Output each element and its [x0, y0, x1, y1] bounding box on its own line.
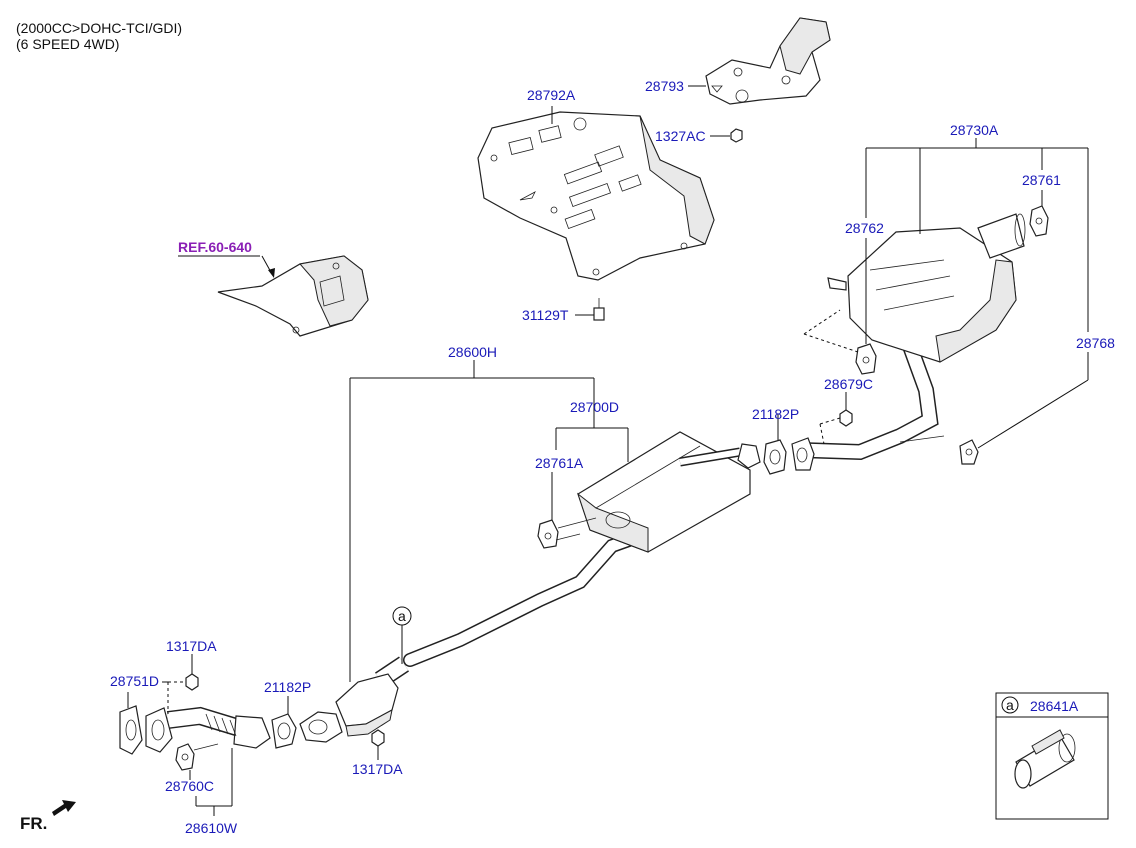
part-label-28761A[interactable]: 28761A: [535, 455, 584, 471]
part-label-28768[interactable]: 28768: [1076, 335, 1115, 351]
part-label-28792A[interactable]: 28792A: [527, 87, 576, 103]
hanger-28762: [855, 343, 877, 375]
rear-muffler: [827, 213, 1026, 363]
part-label-28730A[interactable]: 28730A: [950, 122, 999, 138]
nut-1327AC: [730, 128, 743, 143]
part-label-28760C[interactable]: 28760C: [165, 778, 214, 794]
gasket-21182P-top: [763, 439, 787, 475]
hanger-28768: [959, 439, 979, 465]
front-flange: [145, 707, 173, 753]
center-exhaust-pipe: [375, 529, 647, 688]
part-label-28610W[interactable]: 28610W: [185, 820, 238, 836]
part-label-28679C[interactable]: 28679C: [824, 376, 873, 392]
rear-pipe: [791, 343, 945, 471]
front-arrow-icon: [52, 800, 76, 816]
nut-1317DA-bottom: [371, 729, 385, 747]
part-label-1327AC[interactable]: 1327AC: [655, 128, 706, 144]
inset-callout-letter: a: [1006, 697, 1014, 713]
center-muffler: [577, 431, 761, 553]
gasket-28751D: [119, 705, 143, 755]
part-label-21182P-bottom[interactable]: 21182P: [264, 679, 311, 695]
part-label-28600H[interactable]: 28600H: [448, 344, 497, 360]
catalytic-converter: [299, 673, 399, 743]
nut-28679C: [839, 409, 853, 427]
hanger-28760C: [175, 743, 219, 771]
part-label-21182P-top[interactable]: 21182P: [752, 406, 799, 422]
front-pipe: [166, 706, 271, 749]
part-label-28762[interactable]: 28762: [845, 220, 884, 236]
inset-callout-marker: [1001, 696, 1019, 714]
hanger-28761: [1029, 205, 1049, 237]
part-label-28761-top[interactable]: 28761: [1022, 172, 1061, 188]
front-direction-label: FR.: [20, 814, 47, 833]
bolt-31129T: [593, 298, 605, 321]
part-label-28641A[interactable]: 28641A: [1030, 698, 1079, 714]
manifold-heat-shield: [217, 255, 369, 337]
heat-shield-rear: [705, 17, 831, 105]
reference-link[interactable]: REF.60-640: [178, 239, 252, 255]
nut-1317DA-top: [185, 673, 199, 691]
heat-shield-center: [477, 111, 715, 281]
part-label-28793[interactable]: 28793: [645, 78, 684, 94]
engine-spec-text: (2000CC>DOHC-TCI/GDI): [16, 20, 182, 36]
part-label-28700D[interactable]: 28700D: [570, 399, 619, 415]
part-label-1317DA-bottom[interactable]: 1317DA: [352, 761, 403, 777]
part-label-1317DA-top[interactable]: 1317DA: [166, 638, 217, 654]
part-label-31129T[interactable]: 31129T: [522, 307, 569, 323]
exhaust-clamp: [1014, 729, 1076, 789]
clamp-inset-box: a 28641A: [995, 692, 1109, 820]
callout-marker-a-letter: a: [398, 608, 406, 624]
transmission-spec-text: (6 SPEED 4WD): [16, 36, 119, 52]
part-label-28751D[interactable]: 28751D: [110, 673, 159, 689]
gasket-21182P-bottom: [271, 713, 297, 749]
